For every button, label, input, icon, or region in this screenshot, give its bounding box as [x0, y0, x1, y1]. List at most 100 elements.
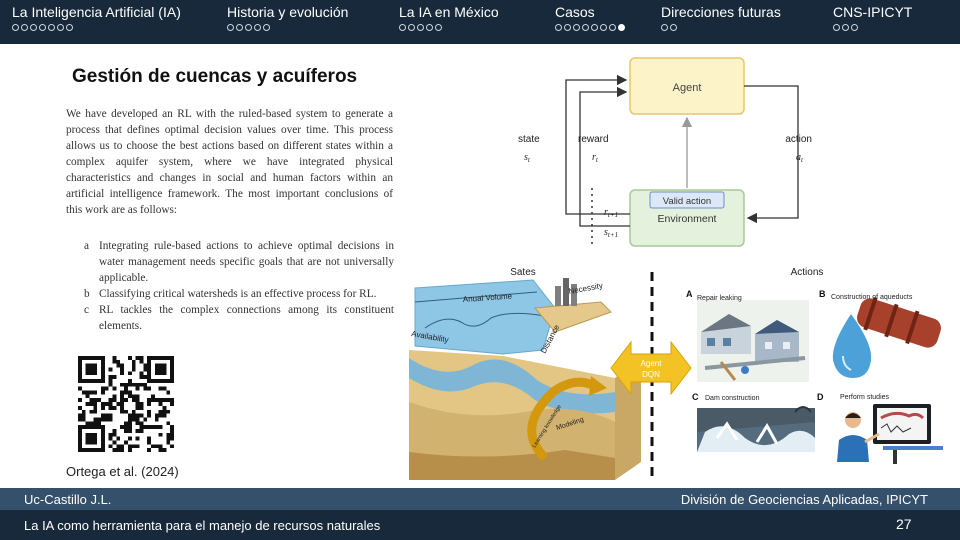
action-arrow	[744, 85, 799, 224]
page-number: 27	[896, 516, 912, 532]
sates-label: Sates	[510, 267, 536, 278]
next-state-symbol: st+1	[604, 227, 618, 239]
nav-section-label: La Inteligencia Artificial (IA)	[12, 4, 181, 20]
reward-symbol: rt	[592, 152, 599, 164]
nav-dot[interactable]	[245, 24, 252, 31]
nav-dot[interactable]	[408, 24, 415, 31]
nav-section-cns[interactable]: CNS-IPICYT	[833, 4, 912, 34]
nav-dot[interactable]	[236, 24, 243, 31]
nav-dot[interactable]	[582, 24, 589, 31]
nav-dot[interactable]	[609, 24, 616, 31]
nav-dots	[661, 24, 781, 34]
conclusion-text: RL tackles the complex connections among…	[99, 304, 394, 332]
nav-section-direcciones[interactable]: Direcciones futuras	[661, 4, 781, 34]
list-marker: b	[84, 288, 90, 300]
nav-dots	[399, 24, 499, 34]
actions-label: Actions	[791, 267, 824, 278]
citation: Ortega et al. (2024)	[66, 464, 179, 479]
qr-code[interactable]	[78, 356, 174, 452]
nav-dot[interactable]	[661, 24, 668, 31]
agent-actions-illustration: Sates Actions Anual Volume Necessity	[409, 267, 943, 480]
conclusion-item: a Integrating rule-based actions to achie…	[84, 238, 394, 286]
nav-dot[interactable]	[851, 24, 858, 31]
action-a-label: Repair leaking	[697, 295, 742, 302]
action-label: action	[785, 134, 812, 145]
list-marker: a	[84, 240, 90, 252]
nav-dot[interactable]	[573, 24, 580, 31]
author-name: Uc-Castillo J.L.	[24, 492, 112, 507]
slide-title: Gestión de cuencas y acuíferos	[72, 66, 358, 87]
nav-section-historia[interactable]: Historia y evolución	[227, 4, 348, 34]
nav-section-label: CNS-IPICYT	[833, 4, 913, 20]
body-paragraph: We have developed an RL with the ruled-b…	[66, 108, 393, 216]
action-symbol: at	[796, 152, 804, 164]
nav-dot[interactable]	[21, 24, 28, 31]
state-label: state	[518, 134, 540, 145]
conclusion-text: Integrating rule-based actions to achiev…	[99, 240, 394, 284]
nav-dot[interactable]	[426, 24, 433, 31]
nav-section-ia[interactable]: La Inteligencia Artificial (IA)	[12, 4, 181, 34]
nav-dots	[227, 24, 348, 34]
action-c-label: Dam construction	[705, 395, 760, 402]
nav-section-mexico[interactable]: La IA en México	[399, 4, 499, 34]
footer: Uc-Castillo J.L. División de Geociencias…	[0, 488, 960, 540]
top-navigation: La Inteligencia Artificial (IA) Historia…	[0, 0, 960, 44]
nav-dot[interactable]	[417, 24, 424, 31]
nav-dot[interactable]	[66, 24, 73, 31]
nav-dot-active[interactable]	[618, 24, 625, 31]
action-d-label: Perform studies	[840, 394, 890, 401]
studies-illustration	[837, 404, 943, 464]
valid-action-label: Valid action	[663, 196, 711, 207]
nav-dot[interactable]	[39, 24, 46, 31]
nav-dot[interactable]	[555, 24, 562, 31]
action-b-letter: B	[819, 289, 826, 299]
nav-dot[interactable]	[435, 24, 442, 31]
valid-action-box	[649, 191, 725, 209]
nav-section-casos[interactable]: Casos	[555, 4, 627, 34]
nav-section-label: Direcciones futuras	[661, 4, 781, 20]
environment-label: Environment	[658, 213, 717, 225]
next-reward-symbol: rt+1	[604, 207, 618, 219]
nav-dot[interactable]	[254, 24, 261, 31]
nav-dot[interactable]	[670, 24, 677, 31]
nav-dot[interactable]	[600, 24, 607, 31]
nav-dot[interactable]	[833, 24, 840, 31]
repair-leaking-illustration	[697, 300, 809, 382]
nav-dot[interactable]	[12, 24, 19, 31]
footer-top-band: Uc-Castillo J.L. División de Geociencias…	[0, 488, 960, 510]
presentation-subtitle: La IA como herramienta para el manejo de…	[24, 518, 381, 533]
reward-arrow	[579, 86, 630, 227]
nav-dots	[555, 24, 627, 34]
nav-dot[interactable]	[842, 24, 849, 31]
action-d-letter: D	[817, 392, 824, 402]
agent-dqn-label: Agent	[641, 359, 663, 368]
agent-dqn-arrow	[610, 340, 692, 396]
nav-dot[interactable]	[57, 24, 64, 31]
nav-dot[interactable]	[263, 24, 270, 31]
nav-dot[interactable]	[564, 24, 571, 31]
nav-dot[interactable]	[591, 24, 598, 31]
division-name: División de Geociencias Aplicadas, IPICY…	[680, 492, 928, 507]
action-c-letter: C	[692, 392, 699, 402]
agent-dqn-sub: DQN	[642, 370, 660, 379]
nav-dots	[833, 24, 912, 34]
nav-dot[interactable]	[227, 24, 234, 31]
conclusion-text: Classifying critical watersheds is an ef…	[99, 288, 377, 300]
nav-dots	[12, 24, 181, 34]
aquifer-block	[409, 278, 641, 480]
conclusion-item: b Classifying critical watersheds is an e…	[84, 286, 394, 302]
nav-dot[interactable]	[30, 24, 37, 31]
conclusions-list: a Integrating rule-based actions to achie…	[84, 238, 394, 334]
reward-label: reward	[578, 134, 609, 145]
rl-loop-diagram: Agent Valid action Environment state st …	[518, 57, 812, 247]
state-symbol: st	[524, 152, 531, 164]
action-a-letter: A	[686, 289, 693, 299]
nav-dot[interactable]	[48, 24, 55, 31]
agent-label: Agent	[673, 82, 702, 94]
nav-section-label: La IA en México	[399, 4, 499, 20]
action-b-label: Construction of aqueducts	[831, 294, 913, 301]
necessity-label: Necessity	[568, 281, 604, 296]
list-marker: c	[84, 304, 90, 316]
nav-dot[interactable]	[399, 24, 406, 31]
